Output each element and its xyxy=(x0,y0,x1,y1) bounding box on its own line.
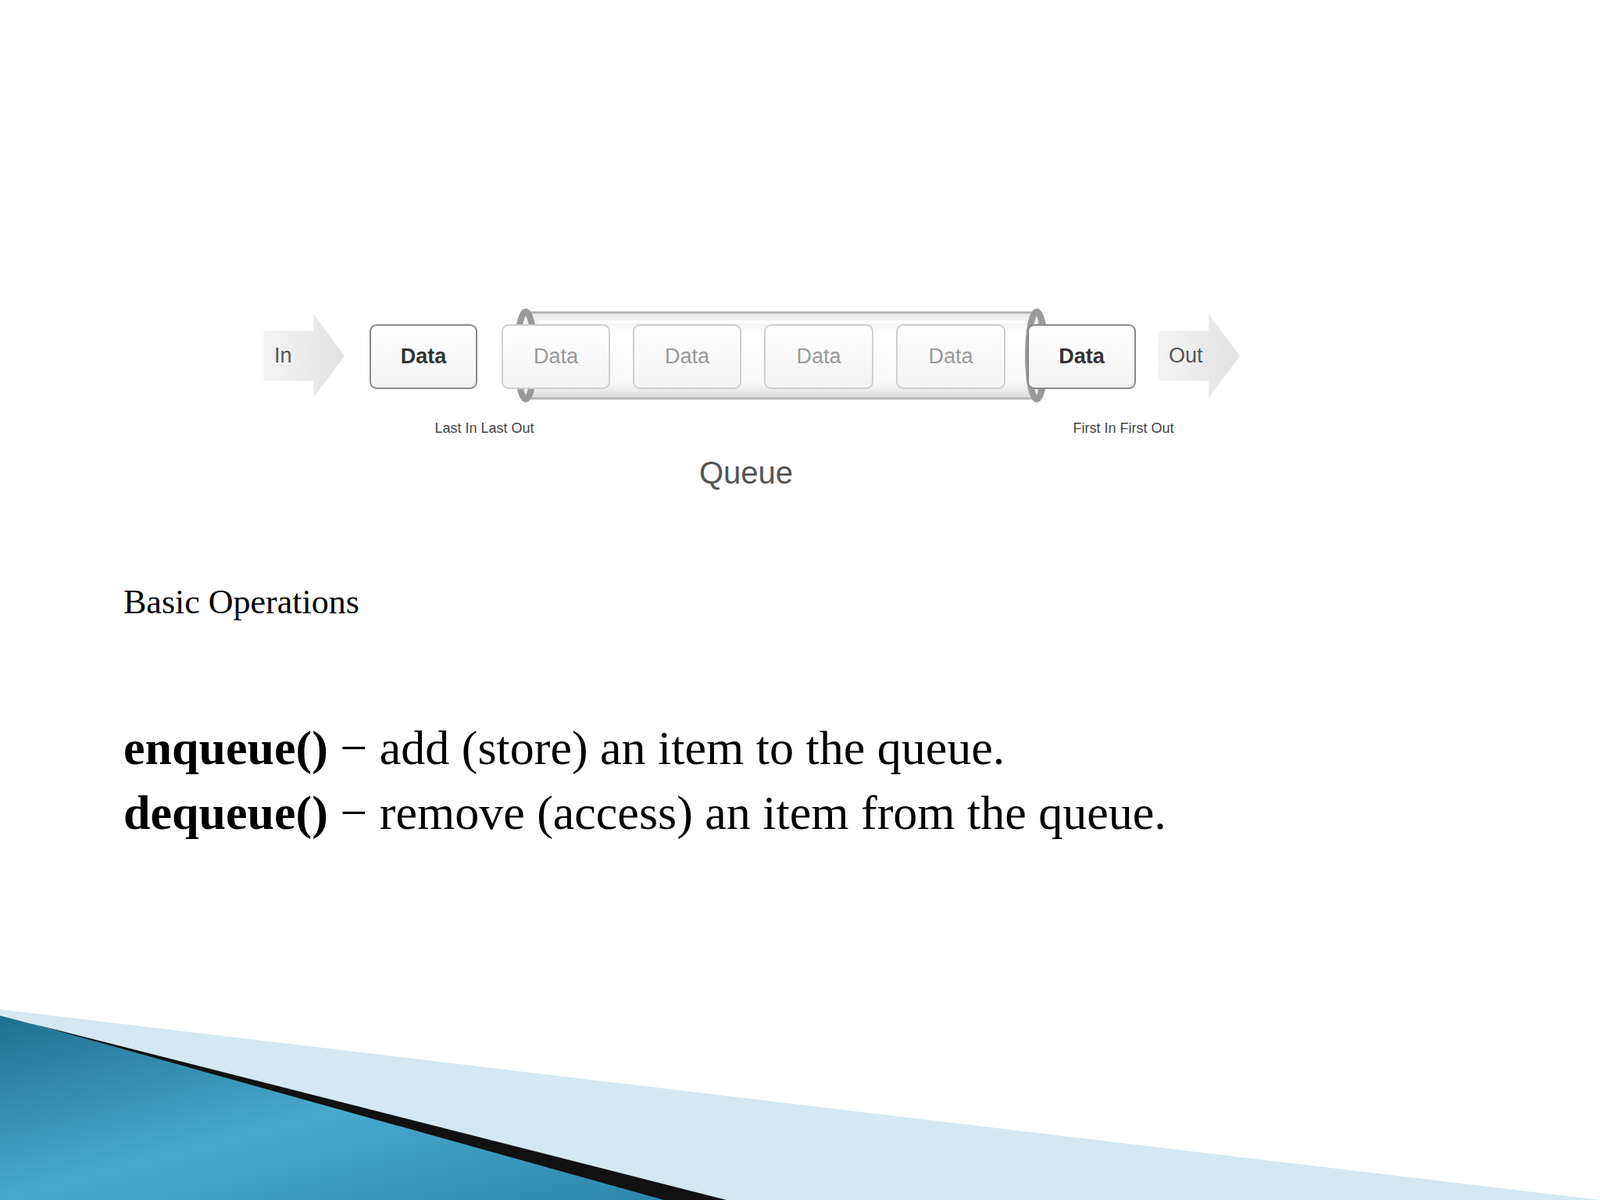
operation-name: enqueue() xyxy=(123,721,329,775)
box-label: Data xyxy=(533,344,579,369)
box-label: Data xyxy=(1058,344,1105,369)
flow-arrow: In xyxy=(263,314,345,398)
operation-desc: − add (store) an item to the queue. xyxy=(339,721,1005,775)
box-label: Data xyxy=(400,344,447,369)
data-box: Data xyxy=(896,324,1006,390)
flow-arrow: Out xyxy=(1157,314,1240,398)
pale-band xyxy=(0,1009,1600,1200)
data-box: Data xyxy=(1027,324,1136,390)
black-wedge xyxy=(31,1023,727,1200)
operation-desc: − remove (access) an item from the queue… xyxy=(339,785,1167,840)
tube-highlight xyxy=(539,320,1024,324)
arrow-polygon xyxy=(1157,314,1240,398)
box-label: Data xyxy=(796,344,841,369)
diagram-caption: Queue xyxy=(699,455,793,491)
operation-line: enqueue()− add (store) an item to the qu… xyxy=(123,720,1005,776)
arrow-label: In xyxy=(274,343,293,368)
box-label: Data xyxy=(928,344,973,369)
arrow-polygon xyxy=(263,314,345,398)
section-heading: Basic Operations xyxy=(123,582,360,622)
box-label: Data xyxy=(664,344,710,369)
data-box: Data xyxy=(632,324,742,390)
data-box: Data xyxy=(764,324,874,390)
arrow-label: Out xyxy=(1168,343,1204,368)
data-box: Data xyxy=(501,324,611,390)
side-note: Last In Last Out xyxy=(434,420,534,437)
operation-line: dequeue()− remove (access) an item from … xyxy=(123,785,1167,841)
side-note: First In First Out xyxy=(1072,420,1174,437)
operation-name: dequeue() xyxy=(123,785,329,840)
data-box: Data xyxy=(369,324,478,390)
